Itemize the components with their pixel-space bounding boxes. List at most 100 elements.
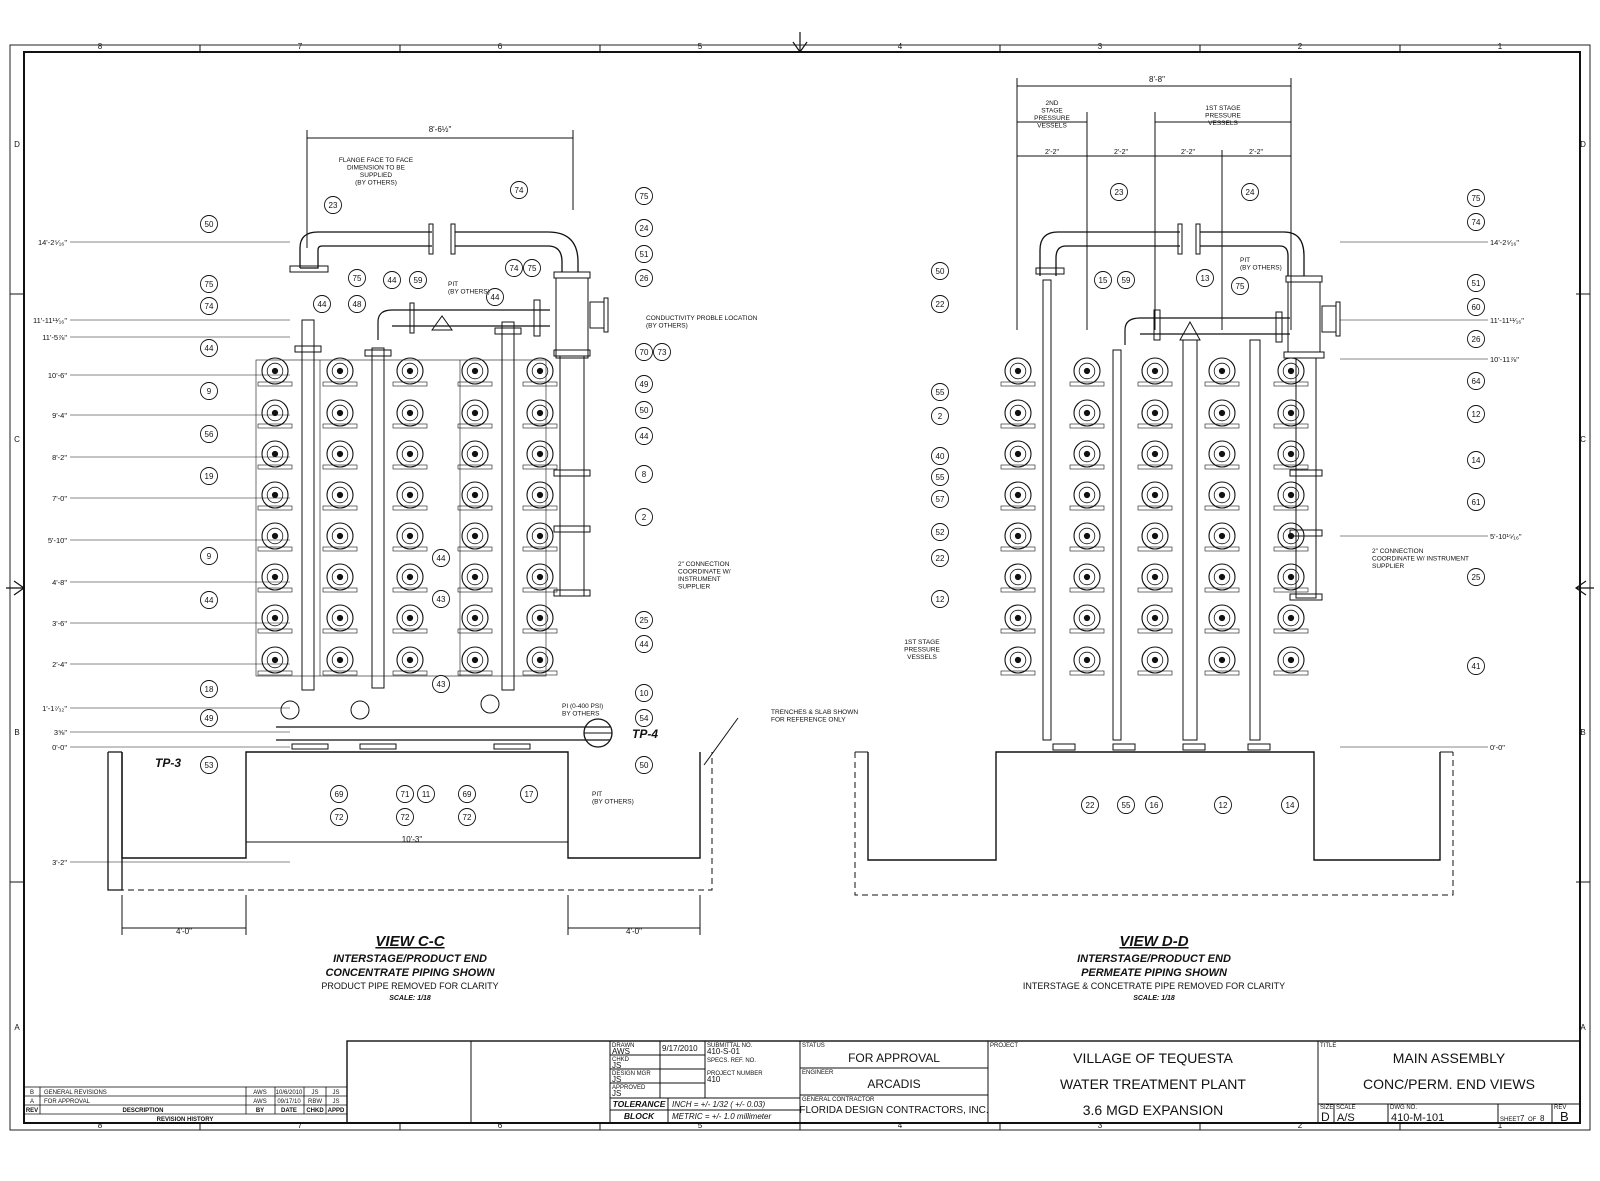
callout-bubble: 71 [396, 785, 414, 803]
zone-col-label: 1 [1498, 42, 1503, 51]
title-block-frame [346, 1040, 1581, 1124]
tb-of-label: OF [1528, 1117, 1537, 1123]
revision-table: B GENERAL REVISIONS AWS 10/6/2010 JS JS … [26, 1090, 345, 1123]
zone-row-label: C [14, 435, 20, 444]
tb-rev-label: REV [1554, 1105, 1566, 1111]
zone-col-label: 7 [298, 1121, 303, 1130]
callout-bubble: 50 [635, 401, 653, 419]
tb-design-label: DESIGN MGR [612, 1071, 651, 1077]
tb-tolerance: TOLERANCE [613, 1099, 666, 1109]
pressure-vessel-end [522, 357, 558, 387]
zone-row-label: A [14, 1023, 20, 1032]
callout-bubble: 44 [200, 339, 218, 357]
callout-number: 12 [1472, 410, 1481, 419]
callout-number: 16 [1150, 801, 1159, 810]
pressure-vessel-end [322, 604, 358, 634]
pressure-vessel-end [522, 522, 558, 552]
outer-border [9, 44, 1591, 1131]
callout-number: 22 [936, 300, 945, 309]
view-dd-subtitle2: PERMEATE PIPING SHOWN [1081, 967, 1228, 979]
callout-number: 18 [205, 685, 214, 694]
callout-number: 75 [1236, 282, 1245, 291]
cc-elevation: 3⅝" [54, 728, 67, 737]
callout-bubble: 70 [635, 343, 653, 361]
zone-row-label: C [1580, 435, 1586, 444]
pressure-vessel-end [1273, 646, 1309, 676]
view-cc-title: VIEW C-C [375, 933, 445, 950]
tb-drawn: AWS [612, 1047, 630, 1056]
callout-bubble: 22 [1081, 796, 1099, 814]
pressure-vessel-end [1273, 357, 1309, 387]
callout-bubble: 57 [931, 490, 949, 508]
pressure-vessel-end [1069, 357, 1105, 387]
callout-bubble: 14 [1281, 796, 1299, 814]
callout-number: 44 [388, 276, 397, 285]
callout-bubble: 44 [383, 271, 401, 289]
callout-bubble: 48 [348, 295, 366, 313]
cc-top-dim: 8'-6½" [429, 125, 452, 134]
rev-b-chkd: JS [311, 1090, 318, 1096]
note-pressure-indicator: PI (0-400 PSI)BY OTHERS [562, 703, 603, 718]
tb-scale-label: SCALE [1336, 1105, 1356, 1111]
pressure-vessel-end [322, 522, 358, 552]
elevation-labels: 14'-2⁵⁄₁₆"11'-11¹¹⁄₁₆"11'-5⅞"10'-6"9'-4"… [33, 238, 1524, 867]
rev-caption: REVISION HISTORY [157, 1117, 214, 1123]
zone-row-label: D [1580, 140, 1586, 149]
zone-col-label: 3 [1098, 42, 1103, 51]
callout-bubble: 55 [931, 383, 949, 401]
callout-number: 49 [640, 380, 649, 389]
pressure-vessel-end [392, 357, 428, 387]
dd-elevation: 11'-11¹¹⁄₁₆" [1490, 316, 1524, 325]
rev-a-appd: JS [332, 1099, 339, 1105]
pressure-vessel-end [1204, 440, 1240, 470]
note-conductivity-probe: CONDUCTIVITY PROBLE LOCATION(BY OTHERS) [646, 315, 758, 330]
pressure-vessel-end [1273, 440, 1309, 470]
callout-bubble: 44 [486, 288, 504, 306]
callout-bubble: 75 [523, 259, 541, 277]
view-cc-scale: SCALE: 1/18 [389, 995, 431, 1002]
cc-elevation: 2'-4" [52, 660, 67, 669]
pressure-vessel-end [392, 481, 428, 511]
callout-number: 69 [335, 790, 344, 799]
rev-header-appd: APPD [328, 1108, 345, 1114]
pressure-vessel-end [1000, 646, 1036, 676]
callout-bubble: 75 [1467, 189, 1485, 207]
callout-number: 25 [1472, 573, 1481, 582]
callout-number: 70 [640, 348, 649, 357]
zone-col-label: 4 [898, 42, 903, 51]
callout-bubble: 53 [200, 756, 218, 774]
tb-metric: METRIC = +/- 1.0 millimeter [672, 1112, 771, 1121]
tb-checked-label: CHKD [612, 1057, 630, 1063]
pressure-vessel-end [522, 481, 558, 511]
callout-bubble: 44 [200, 591, 218, 609]
callout-bubble: 25 [1467, 568, 1485, 586]
rev-b-desc: GENERAL REVISIONS [44, 1090, 107, 1096]
callout-bubble: 72 [396, 808, 414, 826]
callout-bubble: 9 [200, 547, 218, 565]
callout-number: 9 [207, 552, 212, 561]
pressure-vessel-end [1000, 440, 1036, 470]
callout-bubble: 54 [635, 709, 653, 727]
pressure-vessel-end [1137, 481, 1173, 511]
view-cc-subtitle2: CONCENTRATE PIPING SHOWN [325, 967, 495, 979]
zone-col-label: 2 [1298, 1121, 1303, 1130]
pressure-vessel-end [1069, 440, 1105, 470]
rev-header-rev: REV [26, 1108, 38, 1114]
zone-col-label: 6 [498, 1121, 503, 1130]
pressure-vessel-end [1000, 563, 1036, 593]
callout-number: 23 [1115, 188, 1124, 197]
callout-bubble: 49 [200, 709, 218, 727]
callout-bubble: 59 [409, 271, 427, 289]
tb-project-label: PROJECT [990, 1043, 1018, 1049]
zone-col-label: 3 [1098, 1121, 1103, 1130]
zone-row-label: A [1580, 1023, 1586, 1032]
rev-header-chkd: CHKD [306, 1108, 324, 1114]
callout-number: 51 [1472, 279, 1481, 288]
callout-number: 12 [1219, 801, 1228, 810]
pressure-vessel-end [522, 440, 558, 470]
callout-bubble: 26 [635, 269, 653, 287]
callout-bubble: 9 [200, 382, 218, 400]
tb-block: BLOCK [624, 1111, 655, 1121]
